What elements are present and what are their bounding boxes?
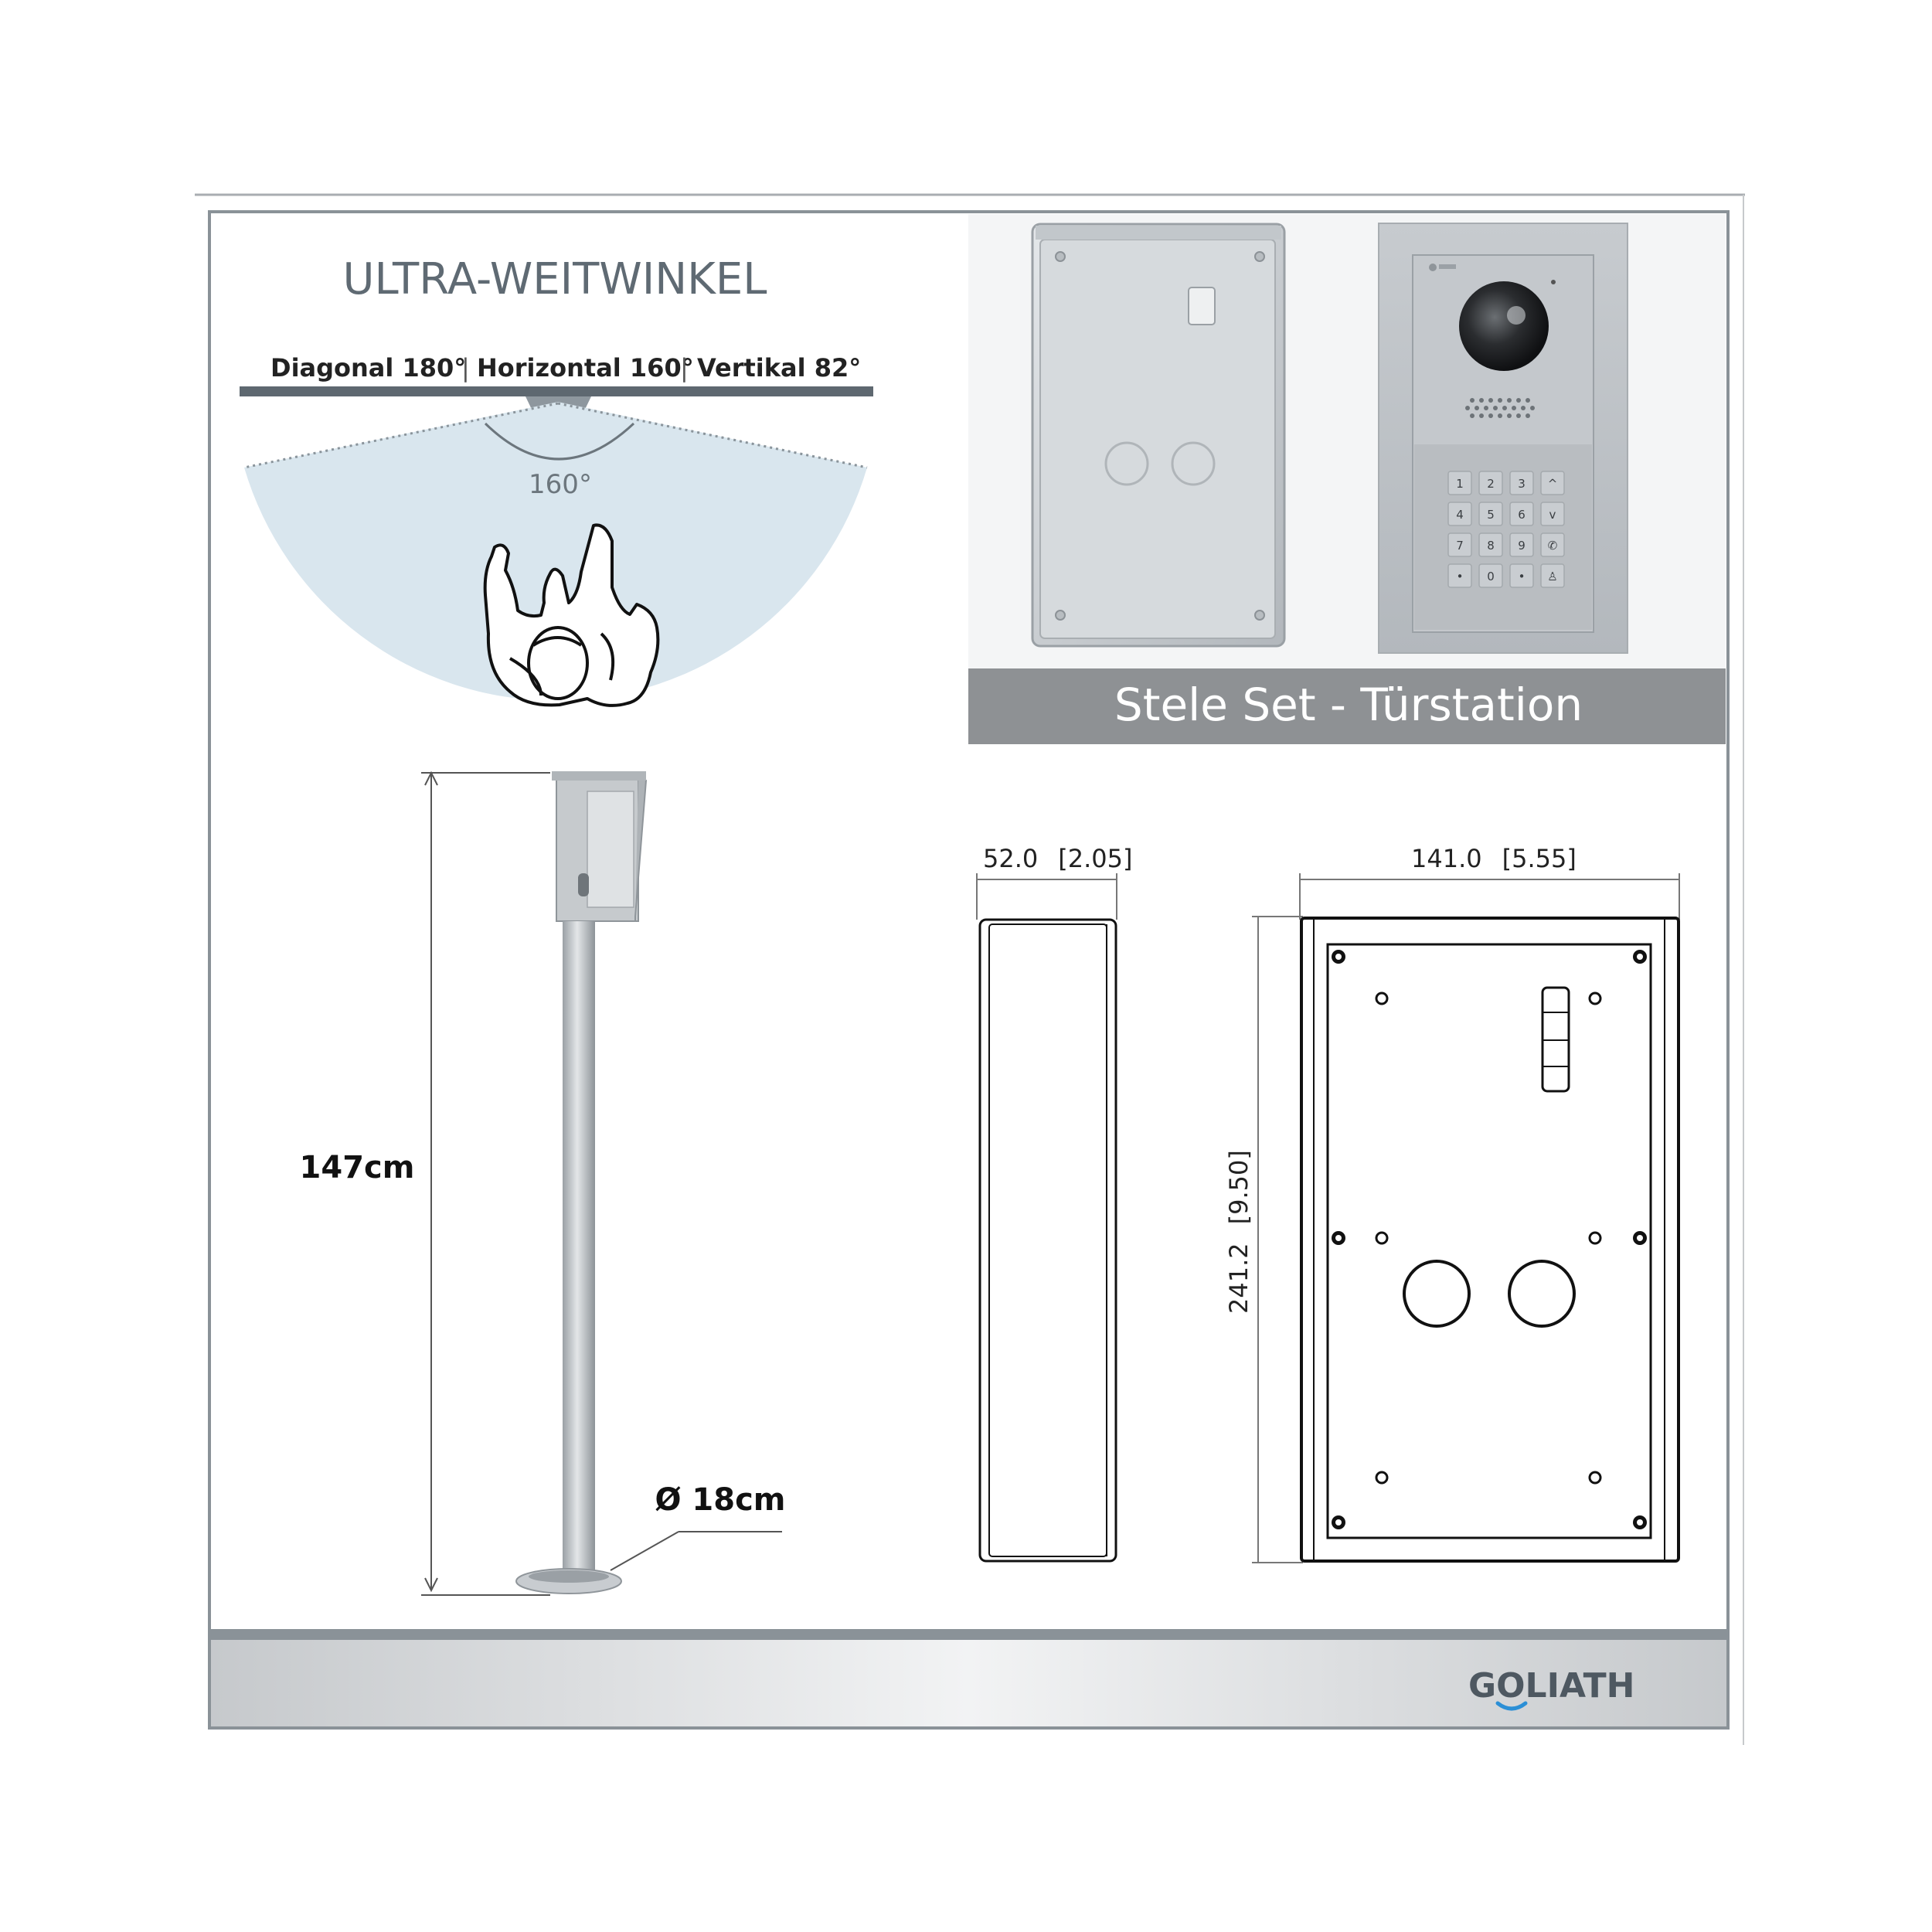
logo-g: G (1468, 1666, 1496, 1706)
keypad-key-label: • (1457, 570, 1464, 583)
keypad-key-label: 8 (1487, 539, 1495, 553)
keypad-key (1540, 471, 1565, 495)
depth-mm: 52.0 (983, 844, 1038, 873)
keypad-key (1540, 532, 1565, 557)
keypad-key (1478, 563, 1503, 588)
side-view-drawing (978, 918, 1117, 1563)
cable-entry-left (1403, 1260, 1471, 1328)
stele-base-diameter-label: Ø 18cm (655, 1482, 786, 1518)
product-caption: Stele Set - Türstation (1114, 679, 1583, 731)
keypad-key (1478, 502, 1503, 526)
cable-entry-right (1508, 1260, 1576, 1328)
keypad-key-label: 0 (1487, 570, 1495, 583)
person-top-view-icon (483, 523, 660, 707)
fov-angle-arc (484, 422, 635, 461)
base-leader-line (610, 1531, 679, 1571)
product-caption-band (968, 668, 1726, 744)
front-view-drawing (1300, 917, 1680, 1563)
separator-2: | (680, 353, 689, 383)
ceiling-bar (240, 386, 873, 396)
stele-illustration (515, 771, 648, 1594)
keypad-key-label: 2 (1487, 477, 1495, 491)
keypad-key (1478, 532, 1503, 557)
fov-angle-label: 160° (529, 469, 592, 500)
logo-o: O (1496, 1666, 1525, 1706)
keypad-key (1447, 563, 1472, 588)
width-dimension-lines (1299, 873, 1680, 920)
keypad-key-label: ♙ (1547, 570, 1557, 583)
keypad-key (1509, 563, 1534, 588)
keypad-key-label: ✆ (1548, 539, 1558, 553)
height-dimension-lines (1252, 916, 1303, 1563)
footer-band (211, 1640, 1726, 1726)
camera-lens-icon (1459, 281, 1549, 371)
keypad-key-label: ^ (1548, 477, 1558, 491)
keypad-key (1478, 471, 1503, 495)
footer-top-band (211, 1629, 1726, 1640)
height-dimension-label: 241.2 [9.50] (1224, 1150, 1253, 1314)
wide-angle-title: ULTRA-WEITWINKEL (343, 254, 767, 304)
fov-sector (244, 402, 867, 701)
width-mm: 141.0 (1411, 844, 1482, 873)
keypad-key (1447, 532, 1472, 557)
mounting-holes (1332, 950, 1647, 1529)
keypad-key (1509, 471, 1534, 495)
surface-housing-photo (1031, 223, 1286, 648)
keypad-key-label: 4 (1456, 508, 1464, 522)
keypad-key-label: v (1549, 508, 1556, 522)
logo-rest: LIATH (1526, 1666, 1635, 1706)
keypad-key (1540, 502, 1565, 526)
height-dimension (421, 770, 550, 1596)
height-inches: [9.50] (1224, 1150, 1253, 1224)
keypad-key-label: • (1519, 570, 1526, 583)
keypad-key (1540, 563, 1565, 588)
horizontal-label: Horizontal 160° (477, 353, 694, 383)
width-dimension-label: 141.0 [5.55] (1411, 844, 1577, 873)
logo-swoosh (1495, 1701, 1528, 1711)
fov-labels: Diagonal 180° | Horizontal 160° | Vertik… (270, 353, 861, 383)
fov-edge-left (243, 402, 559, 469)
depth-inches: [2.05] (1058, 844, 1132, 873)
keypad-key-label: 6 (1518, 508, 1526, 522)
height-mm: 241.2 (1224, 1243, 1253, 1314)
keypad-key (1509, 532, 1534, 557)
keypad: 1 2 3 ^ 4 5 6 v 7 8 9 ✆ • 0 • ♙ (1447, 471, 1565, 588)
keypad-key-label: 9 (1518, 539, 1526, 553)
diagonal-label: Diagonal 180° (270, 353, 466, 383)
width-inches: [5.55] (1502, 844, 1577, 873)
svg-text:GOLIATH: GOLIATH (1468, 1666, 1634, 1706)
keypad-key (1447, 471, 1472, 495)
keypad-key-label: 3 (1518, 477, 1526, 491)
keypad-key-label: 7 (1456, 539, 1464, 553)
stele-height-label: 147cm (300, 1150, 415, 1185)
depth-dimension-label: 52.0 [2.05] (983, 844, 1132, 873)
keypad-key (1509, 502, 1534, 526)
speaker-grille-icon (1465, 398, 1535, 418)
separator-1: | (461, 353, 470, 383)
keypad-key-label: 1 (1456, 477, 1464, 491)
vertical-label: Vertikal 82° (697, 353, 861, 383)
keypad-key (1447, 502, 1472, 526)
depth-dimension-lines (976, 873, 1117, 920)
keypad-key-label: 5 (1487, 508, 1495, 522)
goliath-logo: GOLIATH (1468, 1666, 1634, 1711)
door-station-photo: 1 2 3 ^ 4 5 6 v 7 8 9 ✆ • 0 • ♙ (1378, 223, 1628, 654)
